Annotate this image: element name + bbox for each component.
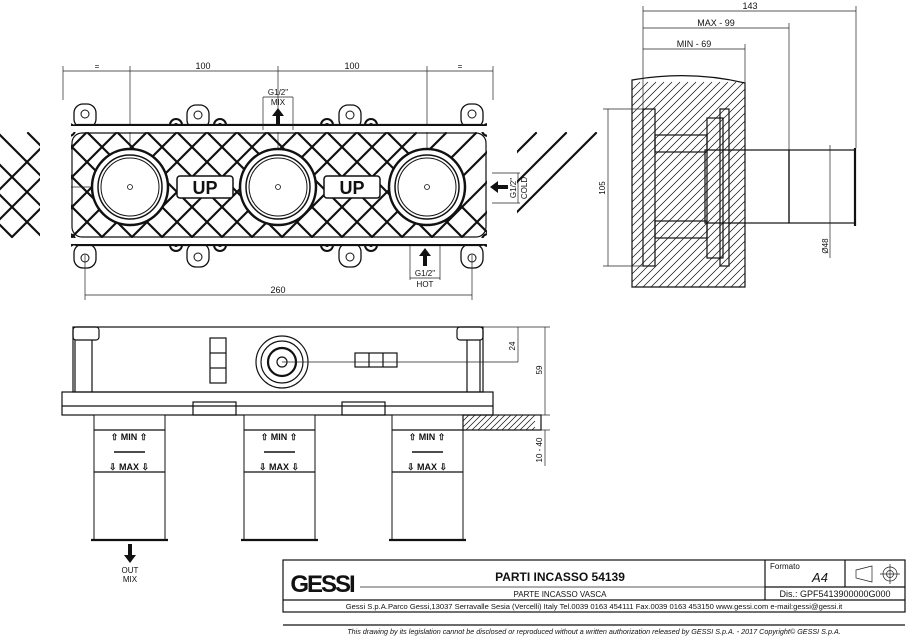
dim-24: 24 xyxy=(483,326,550,362)
gessi-logo: GESSI xyxy=(290,571,355,598)
format-label: Formato xyxy=(770,562,800,571)
dim-min-69: MIN - 69 xyxy=(643,39,746,83)
svg-text:UP: UP xyxy=(192,178,217,198)
mounting-ear xyxy=(186,242,210,268)
svg-text:COLD: COLD xyxy=(520,177,529,199)
arrow-down-icon xyxy=(124,544,136,563)
hot-inlet-callout: G1/2" HOT xyxy=(409,246,441,289)
drawing-subtitle: PARTE INCASSO VASCA xyxy=(514,590,608,599)
svg-text:OUT: OUT xyxy=(122,566,139,575)
up-label-right: UP xyxy=(323,175,381,199)
mounting-ear xyxy=(338,242,362,268)
svg-text:G1/2": G1/2" xyxy=(415,269,435,278)
sleeve: ⇧ MIN ⇧ ⇩ MAX ⇩ xyxy=(241,414,318,542)
wall-hatch xyxy=(462,414,542,431)
cold-inlet-callout: G1/2" COLD xyxy=(490,172,529,204)
drawing-number: Dis.: GPF5413900000G000 xyxy=(779,589,890,599)
copyright-notice: This drawing by its legislation cannot b… xyxy=(347,627,841,636)
svg-text:MIX: MIX xyxy=(271,98,286,107)
svg-text:MIX: MIX xyxy=(123,575,138,584)
svg-text:260: 260 xyxy=(270,285,285,295)
top-view: = 100 100 = = = UP UP G1 xyxy=(0,61,598,300)
svg-text:MIN - 69: MIN - 69 xyxy=(677,39,712,49)
arrow-left-icon xyxy=(490,181,508,193)
arrow-up-icon xyxy=(419,248,431,266)
svg-text:105: 105 xyxy=(598,181,607,195)
max-label: ⇩ MAX ⇩ xyxy=(407,462,447,472)
dim-105: 105 xyxy=(598,108,643,267)
svg-text:HOT: HOT xyxy=(417,280,434,289)
svg-text:10 - 40: 10 - 40 xyxy=(535,437,544,462)
sleeve: ⇧ MIN ⇧ ⇩ MAX ⇩ xyxy=(91,414,168,542)
ports xyxy=(90,147,467,227)
projection-symbol-icon xyxy=(855,564,900,584)
mounting-ears xyxy=(62,103,495,269)
dimension-260: 260 xyxy=(84,255,473,300)
dim-max-99: MAX - 99 xyxy=(643,18,790,150)
svg-text:24: 24 xyxy=(508,341,517,350)
dim-143: 143 xyxy=(642,1,857,148)
arrow-up-icon xyxy=(272,108,284,125)
sleeve: ⇧ MIN ⇧ ⇩ MAX ⇩ xyxy=(389,414,466,542)
dim-59: 59 xyxy=(493,327,550,416)
svg-text:G1/2": G1/2" xyxy=(268,88,288,97)
svg-text:59: 59 xyxy=(535,365,544,374)
mix-inlet-callout: G1/2" MIX xyxy=(262,88,294,130)
up-label-left: UP xyxy=(176,175,234,199)
dim-100-left: 100 xyxy=(195,61,210,71)
dim-diameter-48: Ø48 xyxy=(821,145,831,258)
min-label: ⇧ MIN ⇧ xyxy=(261,432,298,442)
svg-text:143: 143 xyxy=(742,1,757,11)
max-label: ⇩ MAX ⇩ xyxy=(259,462,299,472)
format-value: A4 xyxy=(811,570,828,585)
dim-equal-left: = xyxy=(95,62,100,71)
svg-text:G1/2": G1/2" xyxy=(509,178,518,198)
section-view: 143 MAX - 99 MIN - 69 105 Ø48 xyxy=(598,1,857,288)
dim-equal-right: = xyxy=(458,62,463,71)
drawing-title: PARTI INCASSO 54139 xyxy=(495,570,625,584)
min-label: ⇧ MIN ⇧ xyxy=(409,432,446,442)
side-view: ⇧ MIN ⇧ ⇩ MAX ⇩ ⇧ MIN ⇧ ⇩ MAX ⇩ ⇧ MIN ⇧ ⇩ MAX… xyxy=(61,326,550,584)
svg-text:MAX - 99: MAX - 99 xyxy=(697,18,735,28)
plate-inner xyxy=(71,132,487,238)
svg-text:UP: UP xyxy=(339,178,364,198)
min-label: ⇧ MIN ⇧ xyxy=(111,432,148,442)
extension-sleeves: ⇧ MIN ⇧ ⇩ MAX ⇩ ⇧ MIN ⇧ ⇩ MAX ⇩ ⇧ MIN ⇧ ⇩ MAX… xyxy=(91,414,466,542)
out-mix-callout: OUT MIX xyxy=(122,544,139,584)
max-label: ⇩ MAX ⇩ xyxy=(109,462,149,472)
dim-100-right: 100 xyxy=(344,61,359,71)
company-address: Gessi S.p.A.Parco Gessi,13037 Serravalle… xyxy=(346,602,843,611)
title-block: GESSI PARTI INCASSO 54139 PARTE INCASSO … xyxy=(282,559,906,636)
svg-text:Ø48: Ø48 xyxy=(821,238,830,254)
dim-10-40: 10 - 40 xyxy=(535,429,550,466)
